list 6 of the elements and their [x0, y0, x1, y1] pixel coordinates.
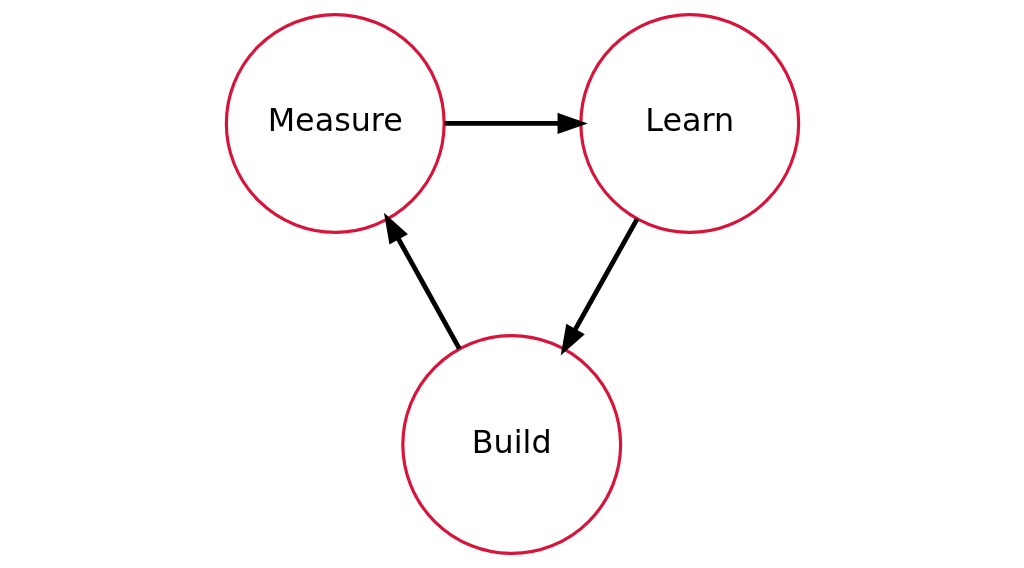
- node-circle: Learn: [578, 12, 800, 234]
- node-circle: Build: [400, 334, 622, 556]
- arrow: [383, 212, 461, 350]
- node-circle: Measure: [224, 12, 446, 234]
- arrow: [444, 112, 588, 135]
- arrow: [560, 217, 639, 356]
